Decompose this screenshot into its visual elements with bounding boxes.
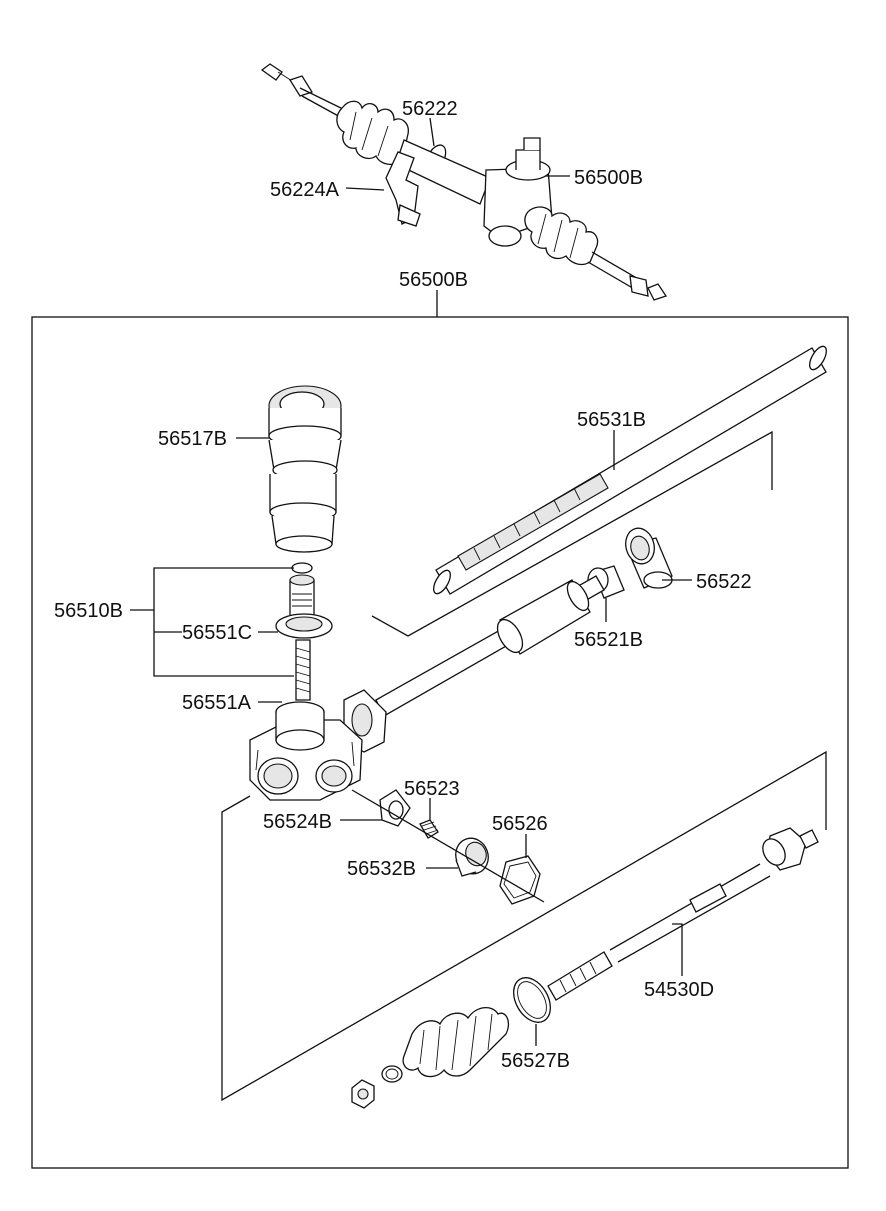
label-56500B-box: 56500B (399, 269, 468, 291)
label-56222: 56222 (402, 98, 458, 120)
label-56551C: 56551C (182, 622, 252, 644)
part-56522 (625, 527, 673, 589)
label-56517B: 56517B (158, 428, 227, 450)
part-56524B (379, 789, 411, 827)
assembly-frame (31, 316, 849, 1169)
projection-adjuster (351, 789, 545, 903)
label-56522: 56522 (696, 571, 752, 593)
part-56551A (249, 701, 363, 801)
label-56527B: 56527B (501, 1050, 570, 1072)
part-56531B (433, 345, 827, 595)
leader-54530D (672, 923, 683, 976)
part-56532B (455, 837, 489, 877)
label-56500B-top: 56500B (574, 167, 643, 189)
part-56517B (268, 385, 342, 553)
steering-gear-assembly-drawing (260, 63, 668, 301)
projection-rack (371, 430, 773, 637)
label-56524B: 56524B (263, 811, 332, 833)
part-54530D (531, 827, 819, 1005)
label-56224A: 56224A (270, 179, 340, 201)
rack-housing (343, 575, 605, 753)
leader-56224A (345, 187, 385, 191)
label-54530D: 54530D (644, 979, 714, 1001)
label-56531B: 56531B (577, 409, 646, 431)
label-56521B: 56521B (574, 629, 643, 651)
bellows-boot (351, 1007, 510, 1109)
part-56510B (275, 562, 333, 701)
leader-56222 (429, 117, 435, 147)
label-56523: 56523 (404, 778, 460, 800)
label-56526: 56526 (492, 813, 548, 835)
label-56510B: 56510B (54, 600, 123, 622)
projection-tie-rod (221, 750, 827, 1102)
part-56527B (513, 977, 551, 1023)
label-56532B: 56532B (347, 858, 416, 880)
label-56551A: 56551A (182, 692, 252, 714)
